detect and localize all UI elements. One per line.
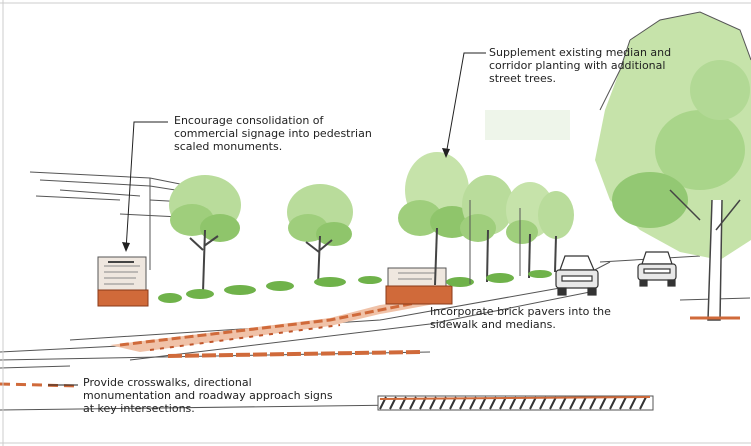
annotation-signage: Encourage consolidation of commercial si…	[174, 114, 372, 153]
vehicle-right	[637, 251, 677, 287]
annotation-brick-pavers: Incorporate brick pavers into the sidewa…	[430, 305, 611, 331]
tree	[287, 184, 353, 286]
tree	[169, 175, 241, 293]
monument-sign-left	[97, 256, 149, 307]
brick-pavers	[0, 298, 440, 388]
vehicle-center	[555, 255, 599, 296]
tree-foreground	[595, 11, 751, 321]
sky-wash	[485, 110, 570, 140]
annotation-street-trees: Supplement existing median and corridor …	[489, 46, 672, 85]
tree	[538, 191, 574, 273]
monument-sign-center	[385, 267, 453, 305]
shrub-row	[158, 262, 590, 303]
street-trees	[169, 11, 751, 321]
tree	[398, 152, 474, 286]
annotation-crosswalks: Provide crosswalks, directional monument…	[83, 376, 333, 415]
crosswalk-hatch	[377, 395, 654, 411]
tree	[460, 175, 514, 283]
leader-arrowheads	[122, 148, 450, 252]
leader-lines	[48, 52, 486, 386]
light-poles	[469, 200, 521, 284]
